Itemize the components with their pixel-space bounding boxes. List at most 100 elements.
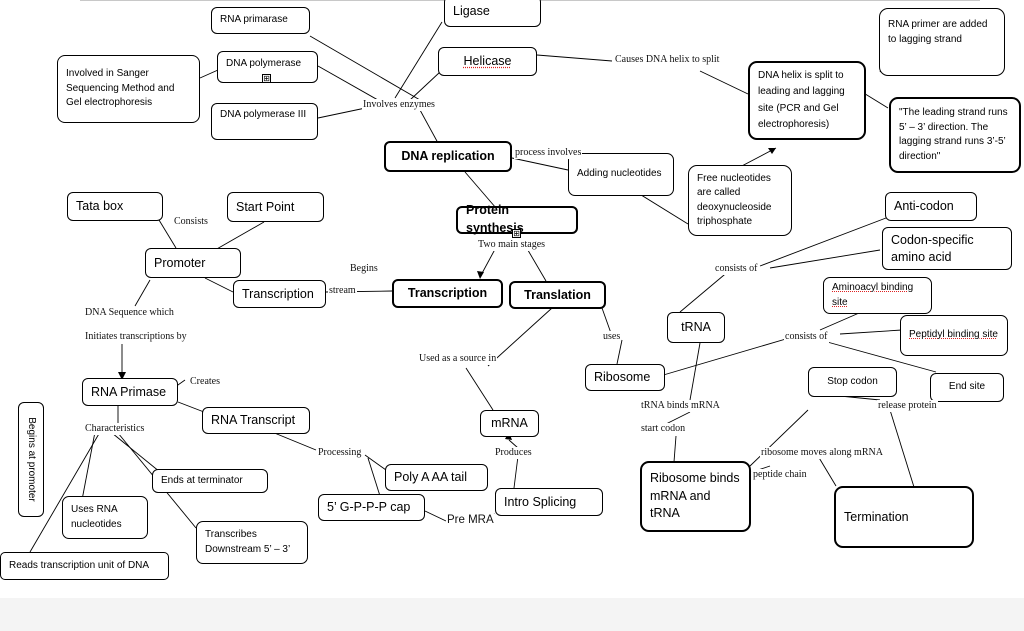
node-dna-helix-split[interactable]: DNA helix is split to leading and laggin… bbox=[748, 61, 866, 140]
node-anti-codon[interactable]: Anti-codon bbox=[885, 192, 977, 221]
node-tata-box[interactable]: Tata box bbox=[67, 192, 163, 221]
node-termination[interactable]: Termination bbox=[834, 486, 974, 548]
expand-icon[interactable]: ⊞ bbox=[262, 74, 271, 83]
edge-start-ribosome bbox=[673, 435, 677, 463]
edge-helix-leading bbox=[861, 91, 889, 109]
label-consists: Consists bbox=[173, 216, 209, 228]
node-uses-rna[interactable]: Uses RNA nucleotides bbox=[62, 496, 148, 539]
edge-causes-helix bbox=[699, 70, 749, 95]
edge-promoter-dnaseq bbox=[134, 279, 151, 307]
label-processing: Processing bbox=[317, 447, 363, 459]
node-ligase[interactable]: Ligase bbox=[444, 0, 541, 27]
label-consists-of-ribosome: consists of bbox=[784, 331, 829, 343]
label-start-codon: start codon bbox=[640, 423, 687, 435]
edge-primarase-enzymes bbox=[309, 35, 421, 101]
edge-moves-termination bbox=[817, 455, 837, 487]
node-leading-strand[interactable]: "The leading strand runs 5’ – 3’ directi… bbox=[889, 97, 1021, 173]
node-poly-a[interactable]: Poly A AA tail bbox=[385, 464, 488, 491]
label-characteristics: Characteristics bbox=[84, 423, 146, 435]
node-free-nucleotides[interactable]: Free nucleotides are called deoxynucleos… bbox=[688, 165, 792, 236]
edge-sanger-polymerase bbox=[199, 69, 219, 79]
node-begins-promoter[interactable]: Begins at promoter bbox=[18, 402, 44, 517]
edge-ribosome-consists bbox=[659, 335, 797, 377]
edge-enzymes-replication bbox=[419, 109, 439, 144]
node-adding-nucleotides[interactable]: Adding nucleotides bbox=[568, 153, 674, 196]
node-ends-terminator[interactable]: Ends at terminator bbox=[152, 469, 268, 493]
label-consists-of-trna: consists of bbox=[714, 263, 759, 275]
label-used-source: Used as a source in bbox=[418, 353, 498, 365]
node-dna-polymerase-iii[interactable]: DNA polymerase III bbox=[211, 103, 318, 140]
label-upstream: stream bbox=[328, 285, 357, 297]
node-transcription-main[interactable]: Transcription bbox=[392, 279, 503, 308]
node-translation[interactable]: Translation bbox=[509, 281, 606, 309]
edge-release-termination bbox=[889, 409, 919, 501]
node-rna-transcript[interactable]: RNA Transcript bbox=[202, 407, 310, 434]
arrowhead-transcription bbox=[477, 271, 484, 279]
edge-processing-polya bbox=[364, 454, 387, 471]
edge-primase-transcript bbox=[177, 401, 205, 413]
edge-start-promoter bbox=[214, 221, 265, 251]
node-peptidyl[interactable]: Peptidyl binding site bbox=[900, 315, 1008, 356]
label-release-protein: release protein bbox=[877, 400, 938, 412]
label-initiates: Initiates transcriptions by bbox=[84, 331, 188, 343]
node-start-point[interactable]: Start Point bbox=[227, 192, 324, 222]
label-involves-enzymes: Involves enzymes bbox=[362, 99, 436, 111]
node-mrna[interactable]: mRNA bbox=[480, 410, 539, 437]
node-intro-splicing[interactable]: Intro Splicing bbox=[495, 488, 603, 516]
label-dna-sequence: DNA Sequence which bbox=[84, 307, 175, 319]
label-causes-split: Causes DNA helix to split bbox=[614, 54, 721, 66]
edge-source-mrna bbox=[465, 367, 494, 411]
bottom-strip bbox=[0, 598, 1024, 631]
node-transcribes[interactable]: Transcribes Downstream 5’ – 3’ bbox=[196, 521, 308, 564]
node-ribosome-binds[interactable]: Ribosome binds mRNA and tRNA bbox=[640, 461, 751, 532]
edge-char-ends bbox=[111, 432, 161, 473]
edge-tata-promoter bbox=[158, 219, 177, 249]
node-codon-specific[interactable]: Codon-specific amino acid bbox=[882, 227, 1012, 270]
node-five-cap[interactable]: 5’ G-P-P-P cap bbox=[318, 494, 425, 521]
edge-consists-anticodon bbox=[759, 217, 887, 267]
node-helicase[interactable]: Helicase bbox=[438, 47, 537, 76]
edge-consists-codon bbox=[769, 249, 881, 269]
edge-transcript-processing bbox=[271, 431, 317, 451]
edge-trna-binds bbox=[689, 342, 701, 401]
edge-uses-ribosome bbox=[616, 339, 623, 365]
node-rna-primer-added[interactable]: RNA primer are added to lagging strand bbox=[879, 8, 1005, 76]
label-peptide-chain: peptide chain bbox=[752, 469, 808, 481]
node-dna-replication[interactable]: DNA replication bbox=[384, 141, 512, 172]
node-reads-unit[interactable]: Reads transcription unit of DNA bbox=[0, 552, 169, 580]
node-rna-primarase[interactable]: RNA primarase bbox=[211, 7, 310, 34]
arrowhead-primase bbox=[118, 372, 126, 380]
arrowhead-helix bbox=[768, 148, 776, 154]
node-sanger[interactable]: Involved in Sanger Sequencing Method and… bbox=[57, 55, 200, 123]
node-transcription-small[interactable]: Transcription bbox=[233, 280, 326, 308]
node-promoter[interactable]: Promoter bbox=[145, 248, 241, 278]
label-pre-mra: Pre MRA bbox=[446, 514, 495, 528]
label-two-stages: Two main stages bbox=[477, 239, 547, 251]
node-stop-codon[interactable]: Stop codon bbox=[808, 367, 897, 397]
node-end-site[interactable]: End site bbox=[930, 373, 1004, 402]
node-ribosome[interactable]: Ribosome bbox=[585, 364, 665, 391]
node-aminoacyl[interactable]: Aminoacyl binding site bbox=[823, 277, 932, 314]
edge-helicase-enzymes bbox=[409, 71, 441, 101]
edge-ribosome-moves bbox=[749, 409, 809, 467]
edge-consists-peptidyl bbox=[839, 329, 903, 335]
edge-consists-endsite bbox=[819, 339, 937, 373]
edge-ligase-enzymes bbox=[394, 21, 443, 99]
edge-char-reads bbox=[29, 431, 101, 553]
edge-free-helix bbox=[737, 147, 777, 169]
edge-replication-adding bbox=[511, 157, 569, 171]
edge-polymerase-enzymes bbox=[317, 65, 386, 105]
label-process-involves: process involves bbox=[514, 147, 583, 159]
edge-translation-source bbox=[487, 307, 553, 367]
expand-icon[interactable]: ⊞ bbox=[512, 229, 521, 238]
edge-helicase-causes bbox=[536, 54, 613, 62]
node-trna[interactable]: tRNA bbox=[667, 312, 725, 343]
label-uses: uses bbox=[602, 331, 622, 343]
edge-cap-pre bbox=[424, 510, 447, 522]
label-trna-binds: tRNA binds mRNA bbox=[640, 400, 721, 412]
label-produces: Produces bbox=[494, 447, 533, 459]
node-rna-primase[interactable]: RNA Primase bbox=[82, 378, 178, 406]
edge-mrna-produces bbox=[508, 439, 519, 449]
label-begins: Begins bbox=[349, 263, 379, 275]
